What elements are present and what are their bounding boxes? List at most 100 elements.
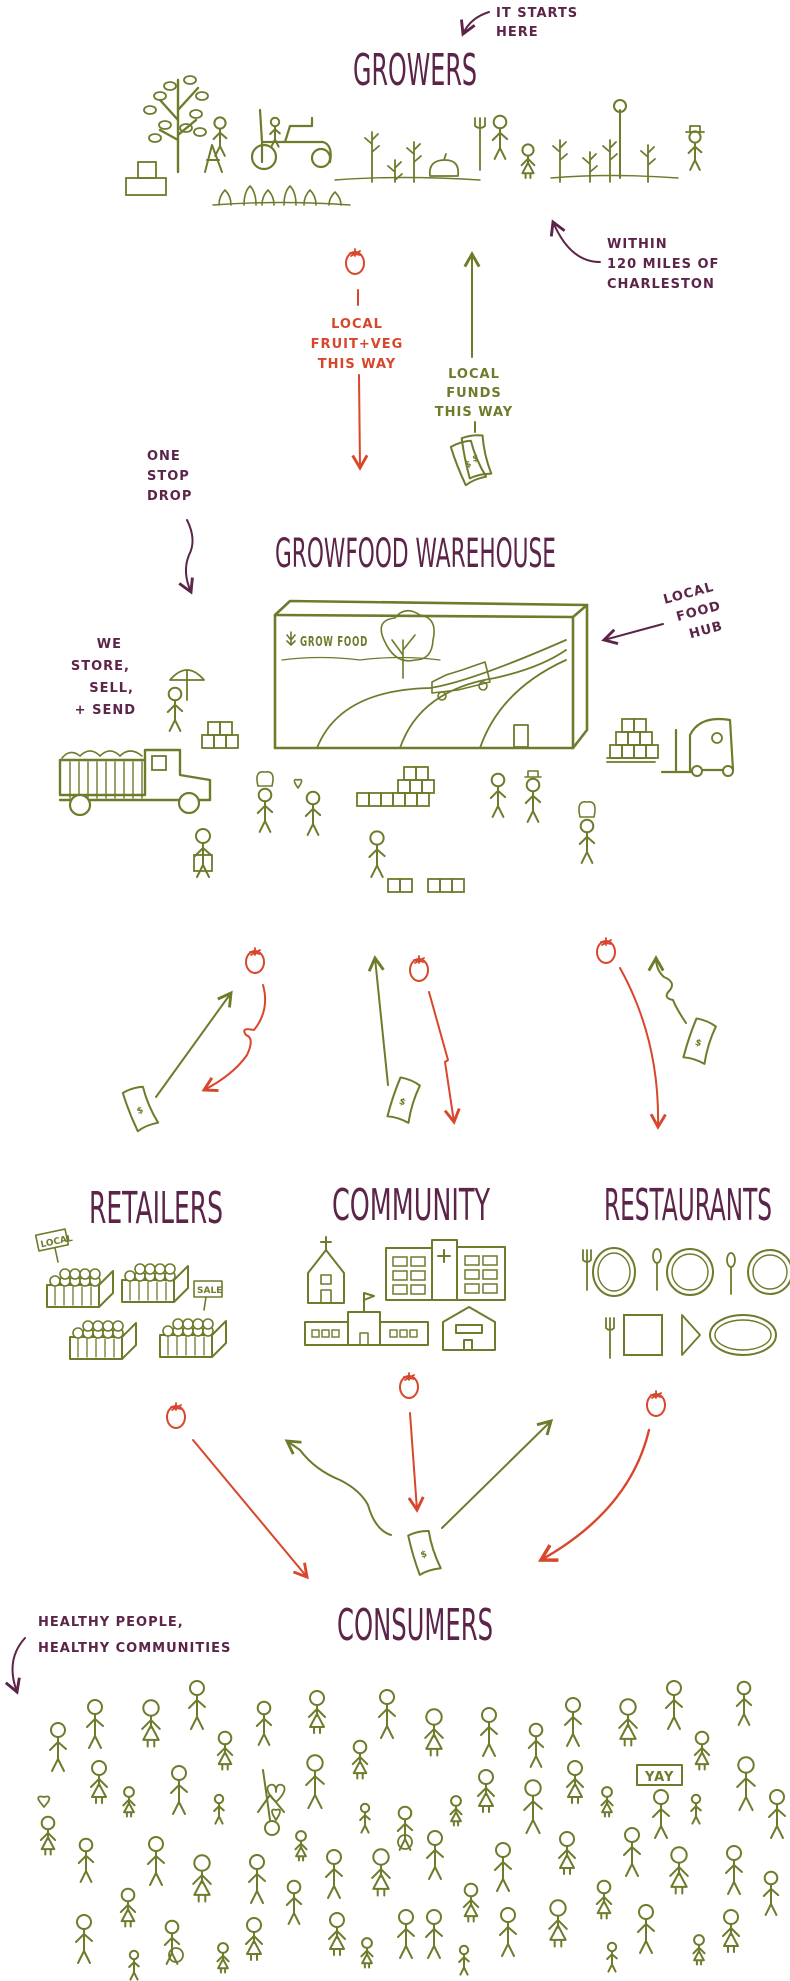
head: [619, 1698, 637, 1716]
box: [621, 718, 635, 733]
consumer-person: [480, 1707, 498, 1757]
box: [633, 718, 647, 733]
head: [398, 1909, 414, 1925]
box: [219, 721, 233, 736]
tomato-stem: [403, 1372, 415, 1381]
body: [163, 1932, 181, 1965]
body: [520, 154, 536, 179]
body: [39, 1828, 57, 1856]
box: [439, 878, 453, 893]
consumer-person: [397, 1909, 415, 1959]
consumer-person: [527, 1722, 545, 1768]
hay-bale-icon: [125, 177, 167, 196]
window: [389, 1329, 398, 1338]
head: [369, 830, 385, 846]
head: [425, 1708, 443, 1726]
produce-label-line-1: LOCAL: [331, 317, 383, 332]
plate-rim: [714, 1319, 772, 1351]
fruit: [164, 1263, 176, 1275]
tomato-stem: [249, 947, 261, 956]
door: [359, 1332, 369, 1346]
place-settings: [582, 1247, 790, 1359]
body: [351, 1752, 369, 1780]
hub-note-arrow: [601, 623, 664, 646]
head: [495, 1842, 511, 1858]
shrub-icon: [303, 189, 317, 206]
head: [670, 1846, 688, 1864]
dollar-sign: $: [472, 454, 480, 465]
consumer-person: [371, 1848, 391, 1897]
box: [380, 792, 394, 807]
community-buildings: [304, 1236, 506, 1351]
fruit: [92, 1320, 104, 1332]
head: [723, 1909, 739, 1925]
leaf: [148, 133, 162, 143]
head: [249, 1854, 265, 1870]
dollar-sign: $: [694, 1038, 703, 1050]
box: [207, 721, 221, 736]
warehouse-door: [513, 724, 529, 748]
head: [164, 1919, 180, 1935]
head: [213, 116, 227, 130]
warehouse-activity: [58, 669, 735, 893]
tractor-driver: [269, 116, 281, 148]
head: [693, 1934, 705, 1946]
head: [269, 116, 281, 128]
head: [171, 1765, 187, 1781]
chef-person: [578, 818, 596, 864]
body: [595, 1892, 613, 1920]
leaf: [163, 81, 177, 91]
bill-outline: [460, 434, 493, 480]
tomato-icon: [166, 1402, 186, 1429]
body: [558, 1845, 576, 1875]
body: [255, 1713, 273, 1746]
hospital-icon: [385, 1239, 506, 1301]
napkin-icon: [681, 1314, 701, 1356]
farmer-with-hat: [687, 130, 703, 171]
body: [693, 1743, 711, 1771]
head: [361, 1937, 373, 1949]
head: [638, 1904, 654, 1920]
body: [396, 1818, 414, 1851]
ground-line: [550, 174, 679, 179]
head: [690, 1793, 702, 1805]
head: [737, 1756, 755, 1774]
body: [213, 1802, 225, 1825]
consumer-person: [39, 1815, 57, 1856]
sunflower-icon: [613, 99, 627, 113]
box: [427, 878, 441, 893]
head: [189, 1680, 205, 1696]
head: [528, 1722, 544, 1738]
drop-note-line-2: STOP: [147, 469, 190, 484]
consumer-person: [693, 1730, 711, 1771]
consumer-person: [147, 1836, 165, 1886]
head: [549, 1899, 567, 1917]
body: [325, 1863, 343, 1899]
fruit: [72, 1327, 84, 1339]
fruit: [162, 1325, 174, 1337]
produce-crate-icon: [46, 1268, 114, 1308]
head: [217, 1730, 233, 1746]
consumer-person: [122, 1786, 136, 1818]
truck-wheel: [177, 791, 201, 815]
school-icon: [304, 1292, 429, 1346]
head: [305, 790, 321, 806]
box: [392, 792, 406, 807]
church-icon: [307, 1236, 345, 1304]
leaf: [193, 127, 207, 137]
fruit: [49, 1275, 61, 1287]
head: [329, 1912, 345, 1928]
consumer-person: [566, 1760, 584, 1804]
services-note-line-3: SELL,: [89, 681, 134, 696]
body: [212, 127, 228, 157]
consumer-to-retail-funds-arrow: [284, 1439, 392, 1536]
head: [120, 1887, 136, 1903]
window: [410, 1256, 426, 1267]
restaurant-to-consumer-arrow: [537, 1428, 651, 1562]
square-plate-icon: [623, 1314, 663, 1356]
dollar-sign: $: [398, 1097, 407, 1109]
produce-label-line-3: THIS WAY: [318, 357, 396, 372]
heart-icon: [271, 1808, 281, 1821]
window: [482, 1255, 498, 1266]
head: [596, 1879, 612, 1895]
